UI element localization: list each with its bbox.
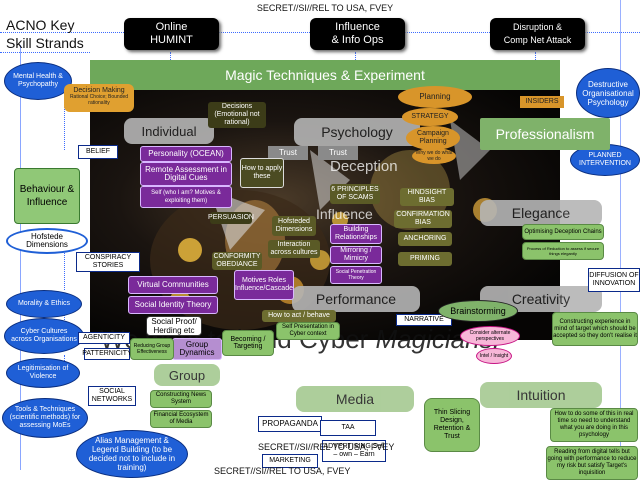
oval-campaign: Campaign Planning (406, 126, 460, 150)
cloud-morality: Morality & Ethics (6, 290, 82, 318)
label-diffusion: DIFFUSION OF INNOVATION (588, 268, 640, 292)
decision-making-box: Decision Making Rational Choice; Bounded… (64, 84, 134, 112)
box-remote-assessment: Remote Assessment in Digital Cues (140, 162, 232, 186)
box-conformity: CONFORMITY OBEDIANCE (212, 252, 262, 270)
oval-strategy: STRATEGY (402, 108, 458, 126)
box-becoming: Becoming / Targeting (222, 330, 274, 356)
magic-banner: Magic Techniques & Experiment (90, 60, 560, 90)
box-reading: Reading from digital tells but going wit… (546, 446, 638, 480)
cloud-legitimisation: Legitimisation of Violence (6, 358, 80, 388)
oval-intel-insight: Intel / Insight (476, 348, 512, 364)
box-self: Self (who I am? Motives & exploiting the… (140, 186, 232, 208)
section-group: Group (154, 364, 220, 386)
box-motives: Motives Roles Influence/Cascade (234, 270, 294, 300)
box-social-identity: Social Identity Theory (128, 296, 218, 314)
hofstede-cloud: Hofstede Dimensions (6, 228, 88, 254)
behaviour-influence-box: Behaviour & Influence (14, 168, 80, 224)
box-self-presentation: Self Presentation in Cyber context (276, 322, 340, 340)
label-narrative: NARRATIVE (396, 314, 452, 326)
box-building-relationships: Building Relationships (330, 224, 382, 244)
classification-bottom-2: SECRET//SI//REL TO USA, FVEY (214, 466, 351, 476)
box-personality: Personality (OCEAN) (140, 146, 232, 162)
box-virtual-communities: Virtual Communities (128, 276, 218, 294)
label-social-networks: SOCIAL NETWORKS (88, 386, 136, 406)
strand-influence-info-ops: Influence & Info Ops (310, 18, 405, 50)
cloud-mental-health: Mental Health & Psychopathy (4, 62, 72, 100)
label-belief: BELIEF (78, 145, 118, 159)
box-hofsteded: Hofsteded Dimensions (272, 216, 316, 236)
label-propaganda: PROPAGANDA (258, 416, 322, 432)
label-marketing: MARKETING (262, 454, 318, 468)
decision-making-title: Decision Making (73, 87, 125, 94)
box-group-dynamics: Group Dynamics (172, 338, 222, 360)
classification-bottom: SECRET//SI//REL TO USA, FVEY (258, 442, 395, 452)
section-professionalism: Professionalism (480, 118, 610, 150)
label-trust: Trust (268, 146, 308, 160)
section-intuition: Intuition (480, 382, 602, 408)
box-process: Process of Reduction to assess if secure… (522, 242, 604, 260)
oval-planning: Planning (398, 86, 472, 108)
label-trust-2: Trust (318, 146, 358, 160)
box-reducing-group: Reducing Group Effectiveness (130, 338, 174, 360)
box-how-apply: How to apply these (240, 158, 284, 188)
cloud-tools-techniques: Tools & Techniques (scientific methods) … (2, 398, 88, 438)
box-confirmation: CONFIRMATION BIAS (394, 210, 452, 228)
label-insiders: INSIDERS (520, 96, 564, 108)
label-advertising: ADVERTISING Sell – own – Earn (322, 440, 386, 462)
cloud-destructive-org: Destructive Organisational Psychology (576, 68, 640, 118)
banner-text: Magic Techniques & Experiment (225, 67, 425, 83)
box-thin-slicing: Thin Slicing Design, Retention & Trust (424, 398, 480, 452)
box-social-proof: Social Proof/ Herding etc (146, 316, 202, 336)
label-patternicity: PATTERNICITY (82, 348, 132, 360)
box-constructing-experience: Constructing experience in mind of targe… (552, 312, 638, 346)
strand-online-humint: Online HUMINT (124, 18, 219, 50)
box-how-to-act: How to act / behave (262, 310, 336, 322)
label-conspiracy-stories: CONSPIRACY STORIES (76, 252, 140, 272)
box-how-to-do: How to do some of this in real time so n… (550, 408, 638, 442)
oval-why: Why we do what we do (412, 148, 456, 164)
section-individual: Individual (124, 118, 214, 144)
cloud-alias-management: Alias Management & Legend Building (to b… (76, 430, 188, 478)
box-optimising: Optimising Deception Chains (522, 224, 604, 240)
section-deception: Deception (330, 158, 398, 175)
box-interaction: Interaction across cultures (268, 240, 320, 258)
section-psychology: Psychology (294, 118, 420, 146)
cloud-cyber-cultures: Cyber Cultures across Organisations (4, 318, 84, 354)
box-principles: 6 PRINCIPLES OF SCAMS (330, 184, 380, 204)
box-persuasion: PERSUASION (208, 212, 254, 224)
decision-making-sub: Rational Choice; Bounded rationality (69, 94, 129, 106)
oval-consider-alternate: Consider alternate perspectives (460, 326, 520, 346)
oval-brainstorming: Brainstorming (438, 300, 518, 322)
box-priming: PRIMING (398, 252, 452, 266)
box-constructing-news: Constructing News System (150, 390, 212, 408)
box-hindsight: HINDSIGHT BIAS (400, 188, 454, 206)
page-title: ACNO Key Skill Strands (6, 17, 84, 51)
classification-top: SECRET//SI//REL TO USA, FVEY (256, 3, 394, 13)
box-decisions: Decisions (Emotional not rational) (208, 102, 266, 128)
box-financial-ecosystem: Financial Ecosystem of Media (150, 410, 212, 428)
section-influence: Influence (316, 206, 373, 222)
label-taa: TAA (320, 420, 376, 436)
section-elegance: Elegance (480, 200, 602, 226)
label-agenticity: AGENTICITY (78, 332, 130, 344)
section-media: Media (296, 386, 414, 412)
section-performance: Performance (292, 286, 420, 312)
box-anchoring: ANCHORING (398, 232, 452, 246)
box-social-penetration: Social Penetration Theory (330, 266, 382, 284)
strand-disruption: Disruption & Comp Net Attack (490, 18, 585, 50)
box-mirroring: Mirroring / Mimicry (330, 246, 382, 264)
